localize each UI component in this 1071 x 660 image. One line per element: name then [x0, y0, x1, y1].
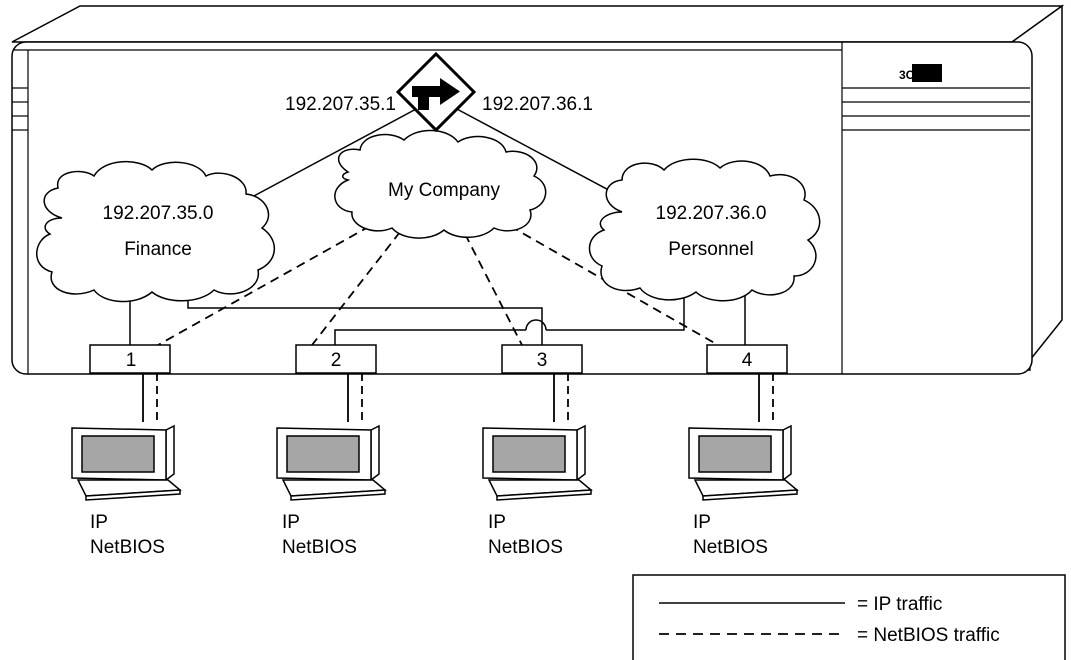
legend-box [632, 574, 1066, 660]
logo-text: 3Com [899, 68, 932, 82]
computer-2: IP NetBIOS [276, 424, 387, 558]
cloud-finance [36, 160, 276, 303]
router-right-ip: 192.207.36.1 [482, 94, 593, 115]
computer-3-line2: NetBIOS [488, 537, 563, 558]
logo-box [912, 64, 942, 82]
company-to-port2-dashed [311, 231, 401, 346]
router-to-finance-link [223, 107, 419, 213]
computer-4: IP NetBIOS [688, 424, 799, 558]
legend: = IP traffic = NetBIOS traffic [632, 574, 1066, 660]
port-3-label: 3 [537, 350, 548, 371]
router-left-ip: 192.207.35.1 [285, 94, 396, 115]
computer-icon [71, 424, 182, 501]
computer-icon [482, 424, 593, 501]
company-to-port4-dashed [509, 225, 719, 346]
chassis-trim [12, 42, 1030, 374]
drop-cables [142, 373, 760, 422]
ports: 1 2 3 4 [89, 344, 788, 374]
cloud-personnel-ip: 192.207.36.0 [656, 203, 767, 224]
port-1-label: 1 [126, 350, 137, 371]
router-arrow-icon [412, 78, 460, 110]
computer-1-line2: NetBIOS [90, 537, 165, 558]
company-to-port1-dashed [157, 225, 371, 346]
chassis-top-face [11, 5, 1065, 43]
computer-4-line1: IP [693, 512, 711, 533]
computer-3-line1: IP [488, 512, 506, 533]
computer-2-line1: IP [282, 512, 300, 533]
drop-cables-dashed [156, 373, 774, 422]
computer-1-line1: IP [90, 512, 108, 533]
port2-to-personnel-link-b [546, 290, 685, 331]
computer-4-line2: NetBIOS [693, 537, 768, 558]
cloud-personnel [588, 158, 821, 302]
company-to-port3-dashed [464, 233, 523, 346]
clouds [36, 129, 821, 303]
netbios-links [157, 225, 719, 346]
brand-logo: 3Com [899, 64, 942, 82]
cloud-company-label: My Company [388, 180, 500, 201]
port-2-label: 2 [331, 350, 342, 371]
computer-icon [276, 424, 387, 501]
cloud-company [334, 129, 547, 239]
port-4-label: 4 [742, 350, 753, 371]
link-crossover-arc [525, 319, 547, 331]
router [395, 51, 477, 133]
port-2: 2 [295, 344, 377, 374]
cloud-finance-label: Finance [124, 239, 192, 260]
legend-netbios-label: = NetBIOS traffic [857, 625, 1000, 646]
computer-2-line2: NetBIOS [282, 537, 357, 558]
cloud-personnel-label: Personnel [668, 239, 754, 260]
computer-3: IP NetBIOS [482, 424, 593, 558]
port-1: 1 [89, 344, 171, 374]
computer-icon [688, 424, 799, 501]
computer-1: IP NetBIOS [71, 424, 182, 558]
cloud-finance-ip: 192.207.35.0 [103, 203, 214, 224]
port-4: 4 [706, 344, 788, 374]
legend-ip-label: = IP traffic [857, 594, 942, 615]
port2-to-personnel-link-a [334, 329, 526, 345]
port-3: 3 [501, 344, 583, 374]
